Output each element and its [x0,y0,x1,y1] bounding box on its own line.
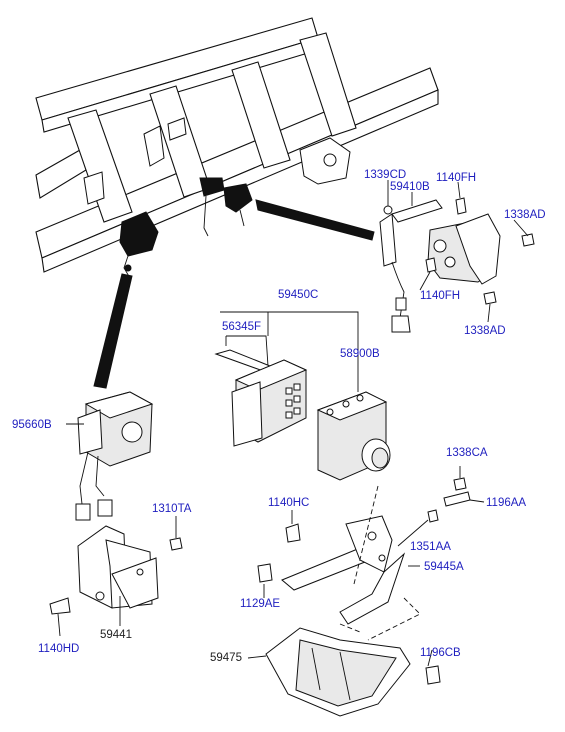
label-1140hd[interactable]: 1140HD [38,643,79,655]
label-1129ae[interactable]: 1129AE [240,598,280,610]
label-1338ad-bottom[interactable]: 1338AD [464,325,506,337]
label-95660b[interactable]: 95660B [12,419,52,431]
label-1351aa[interactable]: 1351AA [410,541,451,553]
label-56345f[interactable]: 56345F [222,321,261,333]
label-59445a[interactable]: 59445A [424,561,464,573]
label-1310ta[interactable]: 1310TA [152,503,192,515]
label-1338ca[interactable]: 1338CA [446,447,488,459]
label-59450c[interactable]: 59450C [278,289,318,301]
bracket-59445a [257,466,485,641]
part-labels: 1339CD 59410B 1140FH 1338AD 1140FH 1338A… [12,169,546,664]
vehicle-frame [35,17,439,389]
label-58900b[interactable]: 58900B [340,348,380,360]
abs-module-95660b [66,391,154,521]
label-1196cb[interactable]: 1196CB [420,647,461,659]
label-1140fh-bottom[interactable]: 1140FH [420,290,460,302]
bracket-59441 [49,516,183,637]
hecu-module [214,311,391,481]
label-1140hc[interactable]: 1140HC [268,497,309,509]
label-1140fh-top[interactable]: 1140FH [436,172,476,184]
label-1339cd[interactable]: 1339CD [364,169,406,181]
cover-59475 [247,627,441,717]
label-1196aa[interactable]: 1196AA [486,497,526,509]
label-59410b[interactable]: 59410B [390,181,430,193]
label-59475[interactable]: 59475 [210,652,242,664]
label-1338ad-top[interactable]: 1338AD [504,209,546,221]
label-59441[interactable]: 59441 [100,629,132,641]
level-sensor-leaders [387,180,529,323]
level-sensor-assembly [379,197,535,333]
